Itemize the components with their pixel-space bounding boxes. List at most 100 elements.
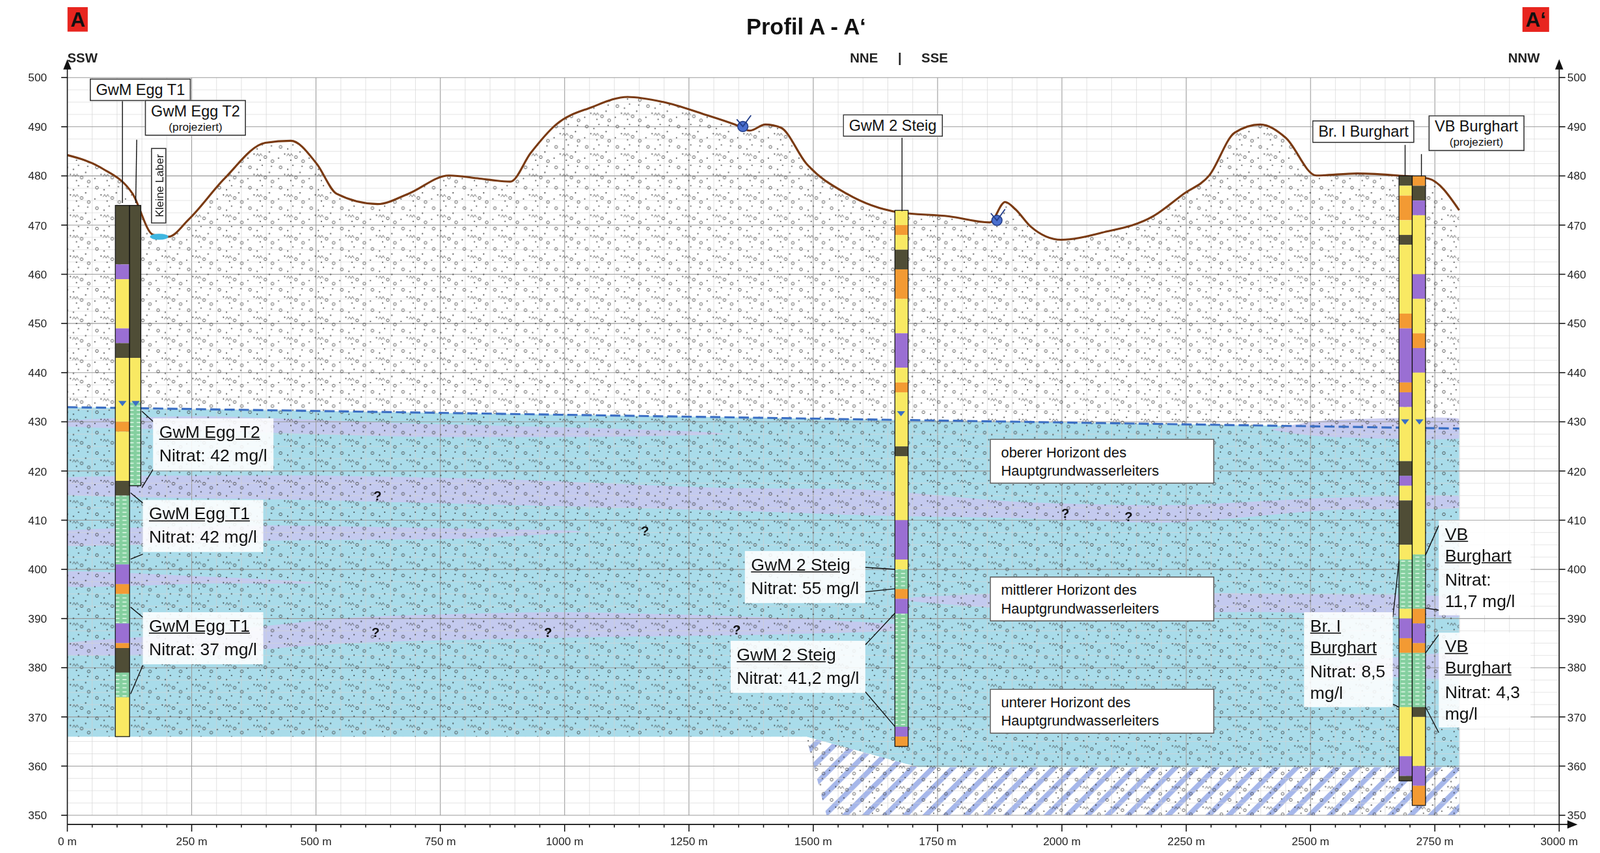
horizon-label-box: oberer Horizont des Hauptgrundwasserleit… xyxy=(989,438,1215,485)
elevation-tick: 450 xyxy=(27,317,47,330)
elevation-tick: 430 xyxy=(1567,415,1587,429)
node-body: Nitrat: 42 mg/l xyxy=(159,445,268,467)
nitrate-callout: GwM 2 SteigNitrat: 41,2 mg/l xyxy=(730,640,866,693)
elevation-tick: 500 xyxy=(1567,71,1587,84)
node-body: Nitrat: 8,5 mg/l xyxy=(1310,660,1388,705)
uncertainty-mark: ? xyxy=(1124,508,1133,525)
borehole-column xyxy=(894,210,908,747)
uncertainty-mark: ? xyxy=(1061,505,1070,522)
direction-label: SSW xyxy=(67,50,98,66)
borehole-column xyxy=(1411,175,1425,806)
node-heading: GwM Egg T1 xyxy=(149,615,258,638)
water-level-marker xyxy=(1400,419,1410,425)
elevation-tick: 480 xyxy=(1567,169,1587,183)
node-body: Nitrat: 42 mg/l xyxy=(149,527,258,549)
elevation-tick: 440 xyxy=(27,366,47,379)
direction-label: NNW xyxy=(1508,50,1541,66)
elevation-tick: 410 xyxy=(27,514,47,527)
node-heading: GwM Egg T2 xyxy=(150,102,241,121)
elevation-tick: 390 xyxy=(1567,612,1587,625)
water-level-marker xyxy=(118,400,127,407)
distance-tick: 2250 m xyxy=(1167,834,1206,848)
node-heading: Br. I Burghart xyxy=(1318,122,1409,141)
well-label-box: VB Burghart(projeziert) xyxy=(1428,115,1525,151)
node-body: (projeziert) xyxy=(1434,135,1519,150)
leader-lines xyxy=(122,100,1439,733)
node-body: Nitrat: 4,3 mg/l xyxy=(1445,681,1525,725)
node-body: Nitrat: 41,2 mg/l xyxy=(736,667,859,690)
water-level-marker xyxy=(1415,419,1424,425)
elevation-tick: 460 xyxy=(27,268,47,281)
elevation-tick: 420 xyxy=(1567,464,1587,477)
uncertainty-mark: ? xyxy=(371,625,380,641)
elevation-tick: 490 xyxy=(1567,120,1587,133)
node-body: Nitrat: 55 mg/l xyxy=(750,577,859,600)
borehole-column xyxy=(115,205,130,737)
water-level-marker xyxy=(131,400,140,407)
distance-tick: 2000 m xyxy=(1043,834,1081,848)
distance-tick: 0 m xyxy=(57,834,77,848)
title: Profil A - A‘ xyxy=(746,14,867,41)
well-label-box: Br. I Burghart xyxy=(1312,120,1415,144)
nitrate-callout: GwM Egg T1Nitrat: 37 mg/l xyxy=(143,612,264,664)
elevation-tick: 360 xyxy=(27,759,47,773)
nitrate-callout: GwM 2 SteigNitrat: 55 mg/l xyxy=(745,551,866,603)
well-label-box: GwM 2 Steig xyxy=(842,114,943,138)
node-heading: Kleine Laber xyxy=(152,154,165,218)
node-heading: VB Burghart xyxy=(1445,523,1525,568)
uncertainty-mark: ? xyxy=(543,625,552,641)
node-heading: GwM Egg T1 xyxy=(149,502,258,525)
elevation-tick: 500 xyxy=(27,71,47,84)
node-heading: GwM 2 Steig xyxy=(849,116,937,135)
horizon-label-box: mittlerer Horizont des Hauptgrundwasserl… xyxy=(989,576,1215,623)
uncertainty-mark: ? xyxy=(640,523,649,539)
node-heading: VB Burghart xyxy=(1445,635,1525,680)
elevation-tick: 470 xyxy=(1567,219,1587,232)
node-heading: unterer Horizont des Hauptgrundwasserlei… xyxy=(1000,692,1204,731)
elevation-tick: 410 xyxy=(1567,514,1587,527)
elevation-tick: 400 xyxy=(1567,563,1587,576)
node-heading: GwM 2 Steig xyxy=(750,554,859,576)
spring-symbol xyxy=(736,115,751,132)
node-heading: GwM Egg T2 xyxy=(159,421,268,444)
elevation-tick: 490 xyxy=(27,120,47,133)
elevation-tick: 420 xyxy=(27,464,47,477)
distance-tick: 2500 m xyxy=(1291,834,1330,848)
node-body: Nitrat: 37 mg/l xyxy=(149,638,258,661)
distance-tick: 1250 m xyxy=(670,834,708,848)
borehole-column xyxy=(1398,175,1412,781)
river-label-box: Kleine Laber xyxy=(150,147,167,224)
node-heading: VB Burghart xyxy=(1434,117,1519,136)
distance-tick: 250 m xyxy=(176,834,208,848)
nitrate-callout: Br. I BurghartNitrat: 8,5 mg/l xyxy=(1303,612,1393,708)
elevation-tick: 380 xyxy=(27,661,47,675)
borehole-column xyxy=(129,205,141,487)
node-heading: oberer Horizont des Hauptgrundwasserleit… xyxy=(1000,443,1204,481)
elevation-tick: 350 xyxy=(1567,809,1587,822)
section-end-marker: A‘ xyxy=(1522,7,1550,32)
elevation-tick: 430 xyxy=(27,415,47,429)
well-label-box: GwM Egg T2(projeziert) xyxy=(145,100,247,136)
spring-symbol xyxy=(990,208,1006,226)
node-heading: GwM Egg T1 xyxy=(95,80,185,99)
elevation-tick: 450 xyxy=(1567,317,1587,330)
elevation-tick: 350 xyxy=(27,809,47,822)
distance-tick: 2750 m xyxy=(1415,834,1454,848)
elevation-tick: 360 xyxy=(1567,759,1587,773)
node-body: Nitrat: 11,7 mg/l xyxy=(1445,568,1525,613)
node-heading: GwM 2 Steig xyxy=(736,644,859,666)
node-body: (projeziert) xyxy=(150,120,241,135)
nitrate-callout: GwM Egg T1Nitrat: 42 mg/l xyxy=(143,499,264,552)
elevation-tick: 480 xyxy=(27,169,47,183)
node-heading: mittlerer Horizont des Hauptgrundwasserl… xyxy=(1000,580,1204,618)
elevation-tick: 370 xyxy=(27,710,47,723)
elevation-tick: 390 xyxy=(27,612,47,625)
node-heading: Br. I Burghart xyxy=(1310,615,1388,660)
well-label-box: GwM Egg T1 xyxy=(89,78,192,102)
nitrate-callout: VB BurghartNitrat: 4,3 mg/l xyxy=(1438,632,1531,728)
distance-tick: 1000 m xyxy=(545,834,584,848)
river xyxy=(150,233,169,240)
uncertainty-mark: ? xyxy=(732,622,741,638)
elevation-tick: 470 xyxy=(27,219,47,232)
